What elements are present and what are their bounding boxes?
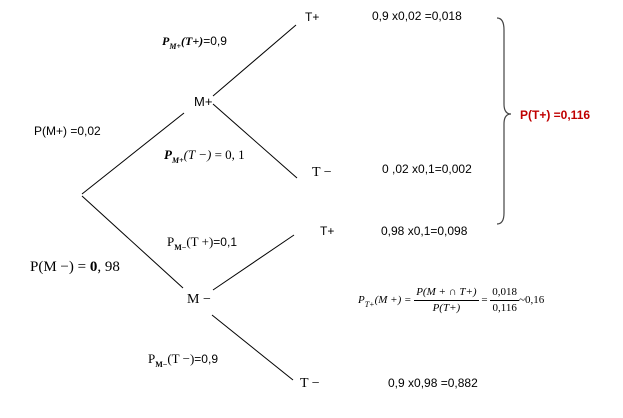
formula-equals: = — [481, 294, 488, 306]
branch-root-to-m-minus — [81, 195, 184, 289]
label-p-m-plus: P(M+) =0,02 — [34, 124, 101, 138]
formula-approx: ~0,16 — [519, 294, 545, 306]
node-t-minus-1: T − — [312, 165, 332, 180]
label-pm-minus-t-plus-value: =0,1 — [213, 235, 237, 249]
formula-frac1-den: P(T+) — [432, 302, 461, 314]
total-probability-result: P(T+) =0,116 — [520, 108, 591, 122]
label-pm-plus-t-plus-p: P — [162, 34, 170, 48]
formula-fraction-symbolic: P(M + ∩ T+)P(T+) — [414, 286, 479, 315]
label-pm-plus-t-minus-value: = 0, 1 — [211, 147, 245, 162]
branch-m-plus-to-t-minus — [212, 103, 298, 179]
branch-m-plus-to-t-plus — [212, 24, 297, 97]
product-t-minus-1: 0 ,02 x0,1=0,002 — [382, 162, 472, 176]
formula-frac2-den: 0,116 — [492, 302, 517, 314]
label-pm-minus-t-minus-arg: (T −) — [167, 351, 195, 366]
label-pm-minus-t-minus-sub: M− — [155, 360, 168, 369]
label-pm-minus-t-plus-p: P — [167, 234, 175, 249]
label-pm-minus-t-plus-sub: M− — [174, 243, 187, 252]
label-pm-plus-t-minus: PM+(T −) = 0, 1 — [164, 147, 245, 166]
label-pm-plus-t-minus-p: P — [164, 147, 172, 162]
label-pm-minus-t-minus-p: P — [148, 351, 156, 366]
label-pm-minus-t-minus-value: =0,9 — [194, 352, 218, 366]
node-m-plus: M+ — [194, 94, 213, 109]
node-t-minus-2: T − — [300, 376, 320, 391]
label-p-m-minus-value: 0 — [89, 259, 98, 275]
node-t-plus-2: T+ — [320, 224, 335, 238]
label-p-m-minus-prefix: P(M −) = — [30, 259, 90, 275]
branch-m-minus-to-t-minus — [211, 314, 294, 381]
product-t-plus-1: 0,9 x0,02 =0,018 — [372, 9, 462, 23]
node-t-plus-1: T+ — [305, 10, 320, 24]
curly-brace — [496, 17, 512, 225]
label-pm-plus-t-minus-sub: M+ — [171, 156, 184, 165]
label-pm-plus-t-plus: PM+(T+)=0,9 — [162, 34, 227, 51]
label-pm-minus-t-plus: PM−(T +)=0,1 — [167, 234, 237, 253]
formula-lhs-p: P — [358, 294, 365, 306]
product-t-minus-2: 0,9 x0,98 =0,882 — [388, 376, 478, 390]
product-t-plus-2: 0,98 x0,1=0,098 — [381, 224, 468, 238]
label-pm-plus-t-plus-arg: (T+) — [181, 34, 204, 48]
label-p-m-minus: P(M −) = 0, 98 — [30, 259, 120, 276]
node-m-minus: M − — [187, 292, 211, 307]
branch-root-to-m-plus — [81, 112, 185, 195]
branch-m-minus-to-t-plus — [212, 234, 295, 291]
label-pm-plus-t-plus-sub: M+ — [169, 42, 182, 51]
formula-lhs-arg: (M +) = — [374, 294, 412, 306]
label-pm-minus-t-plus-arg: (T +) — [186, 234, 214, 249]
label-pm-minus-t-minus: PM−(T −)=0,9 — [148, 351, 218, 370]
label-pm-plus-t-plus-value: =0,9 — [203, 34, 227, 48]
formula-frac2-num: 0,018 — [490, 286, 520, 301]
formula-frac1-num: P(M + ∩ T+) — [414, 286, 479, 301]
label-p-m-minus-suffix: , 98 — [97, 259, 120, 275]
formula-lhs-sub: T+ — [364, 300, 375, 309]
label-pm-plus-t-minus-arg: (T −) — [183, 147, 212, 162]
